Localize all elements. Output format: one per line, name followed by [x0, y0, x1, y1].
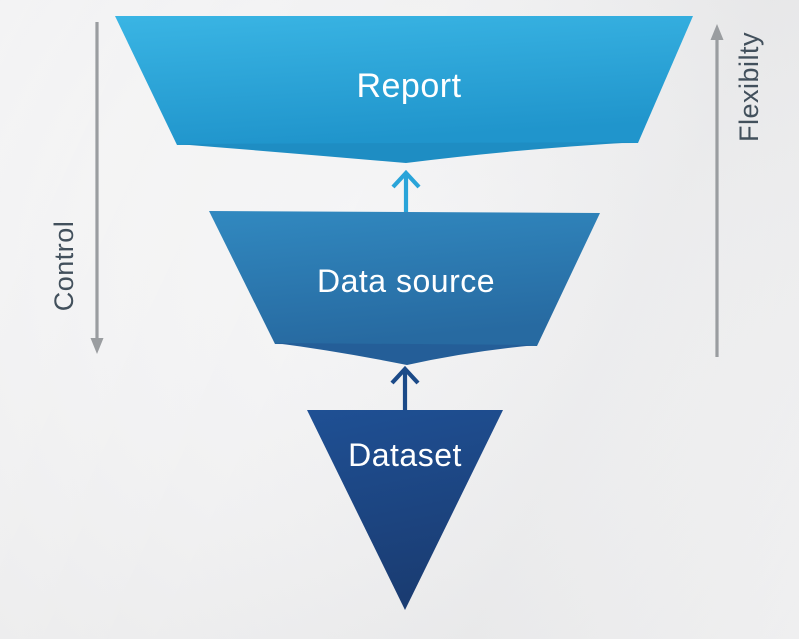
arrow-up-head: [391, 169, 421, 189]
flexibility-axis: Flexibilty: [710, 24, 764, 357]
dataset-shape: [307, 410, 503, 610]
datasource-shape: [209, 211, 600, 346]
control-axis-arrowhead-down-icon: [90, 338, 104, 354]
funnel-layer-dataset: Dataset: [307, 410, 503, 610]
report-label: Report: [356, 67, 461, 105]
flexibility-axis-label: Flexibilty: [734, 32, 764, 142]
report-shape: [115, 16, 693, 145]
control-axis: Control: [49, 22, 104, 354]
funnel-layer-datasource: Data source: [209, 211, 600, 365]
datasource-label: Data source: [317, 263, 495, 299]
flexibility-axis-arrowhead-up-icon: [710, 24, 724, 40]
control-axis-label: Control: [49, 221, 79, 312]
funnel-layer-report: Report: [115, 16, 693, 163]
arrow-dataset-to-datasource-icon: [390, 365, 420, 410]
arrow-datasource-to-report-icon: [391, 169, 421, 212]
datasource-notch-shape: [275, 343, 537, 365]
dataset-label: Dataset: [348, 437, 462, 473]
report-notch-shape: [177, 142, 638, 163]
arrow-up-head: [390, 365, 420, 385]
